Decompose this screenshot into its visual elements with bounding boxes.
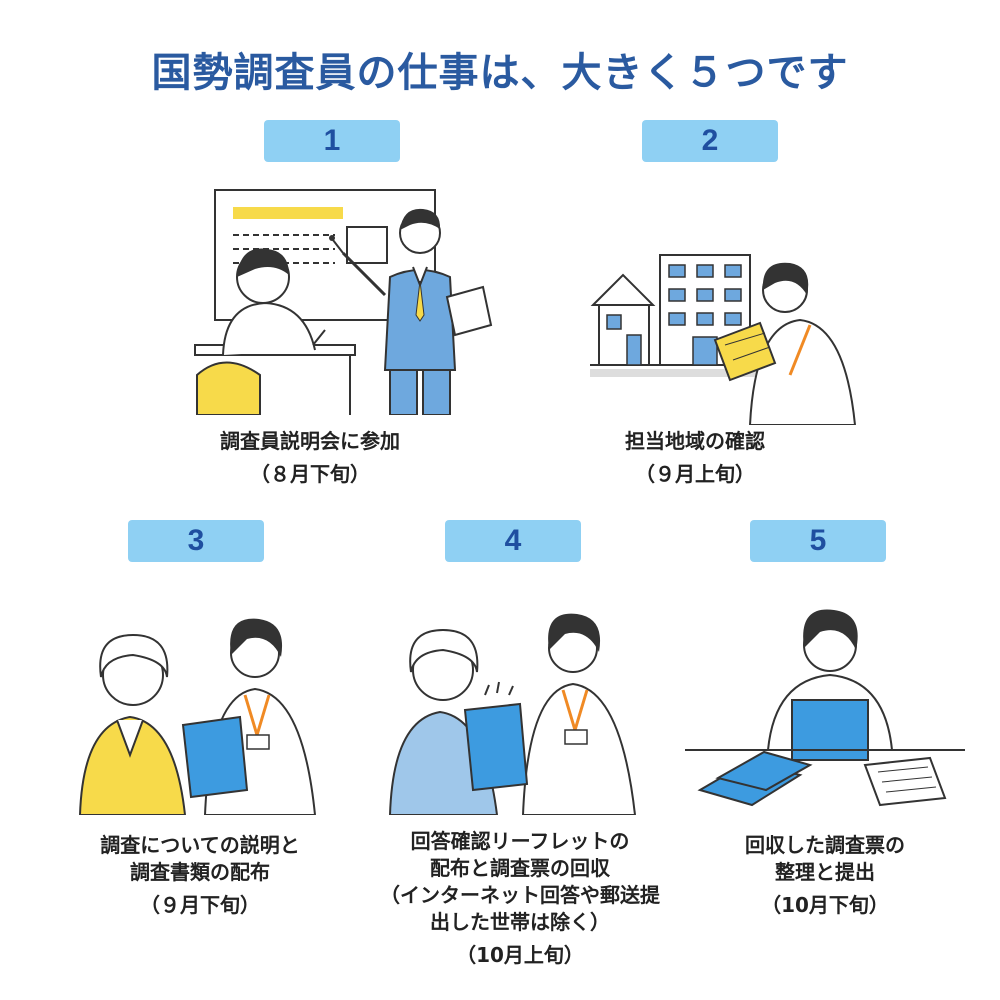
step-4-badge: 4: [445, 520, 581, 562]
page-title: 国勢調査員の仕事は、大きく５つです: [151, 50, 849, 96]
step-3-badge: 3: [128, 520, 264, 562]
step-2-badge: 2: [642, 120, 778, 162]
step-5-badge: 5: [750, 520, 886, 562]
step-1-badge: 1: [264, 120, 400, 162]
step-1-caption: 調査員説明会に参加 （８月下旬）: [220, 429, 400, 486]
briefing-session-illustration: [194, 189, 493, 415]
step-2-caption: 担当地域の確認 （９月上旬）: [625, 429, 765, 486]
step-5-caption: 回収した調査票の 整理と提出 （10月下旬）: [745, 833, 905, 917]
step-4-caption: 回答確認リーフレットの 配布と調査票の回収 （インターネット回答や郵送提 出した…: [380, 829, 660, 967]
document-distribution-illustration: [78, 618, 317, 815]
form-collection-illustration: [388, 613, 637, 815]
step-3-caption: 調査についての説明と 調査書類の配布 （９月下旬）: [100, 833, 300, 917]
area-check-illustration: [590, 254, 857, 425]
form-submission-illustration: [685, 609, 965, 807]
